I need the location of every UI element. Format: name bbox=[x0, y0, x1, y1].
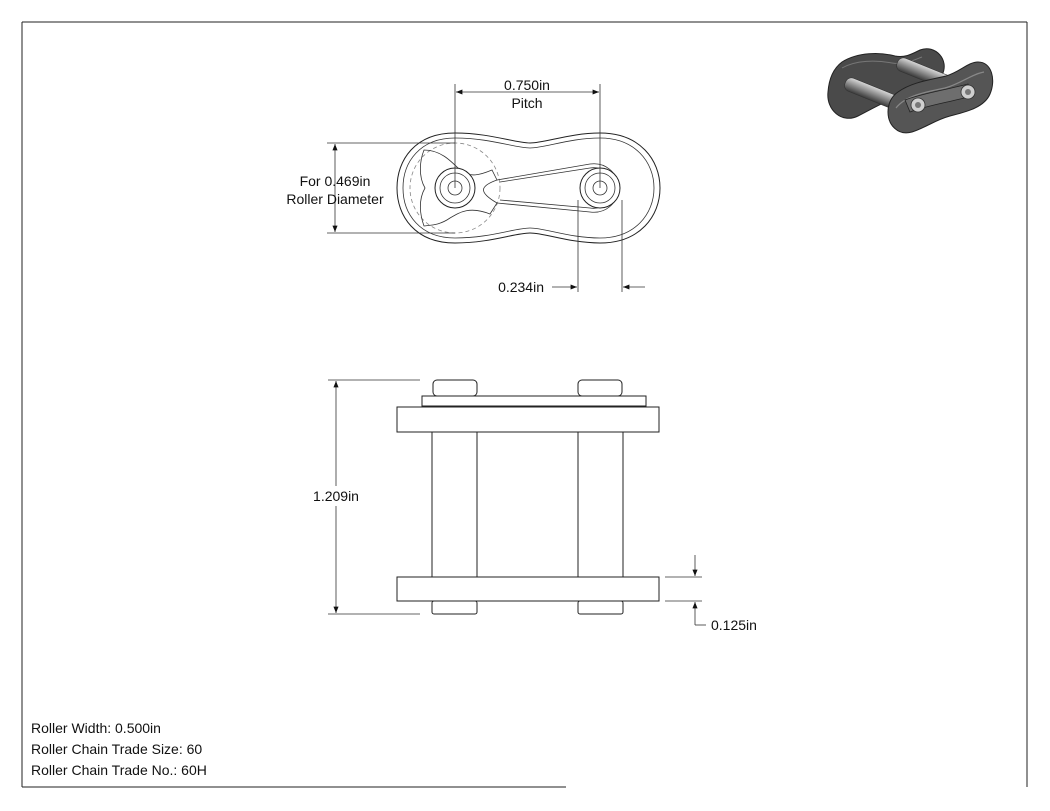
width-dimension: 1.209in bbox=[306, 379, 420, 615]
spec-roller-width: Roller Width: 0.500in bbox=[31, 720, 161, 736]
front-view-link bbox=[396, 379, 660, 615]
spec-trade-size: Roller Chain Trade Size: 60 bbox=[31, 741, 202, 757]
pin-head-left bbox=[432, 379, 478, 397]
pin-end-left bbox=[431, 600, 478, 615]
pin-shaft-right bbox=[577, 431, 624, 578]
pin-end-right bbox=[577, 600, 624, 615]
plate-thickness-dimension: 0.125in bbox=[665, 555, 757, 633]
isometric-link-image bbox=[827, 48, 994, 134]
top-plate bbox=[396, 406, 660, 433]
pin-shaft-left bbox=[431, 431, 478, 578]
pin-dimension-value: 0.234in bbox=[498, 279, 544, 295]
spec-trade-no: Roller Chain Trade No.: 60H bbox=[31, 762, 207, 778]
specs-block: Roller Width: 0.500in Roller Chain Trade… bbox=[31, 720, 207, 778]
link-plate-outline bbox=[396, 132, 661, 244]
width-dimension-value: 1.209in bbox=[313, 488, 359, 504]
bottom-plate bbox=[396, 576, 660, 602]
clip-strip bbox=[421, 395, 647, 407]
pin-dimension: 0.234in bbox=[498, 200, 645, 295]
pitch-label: Pitch bbox=[511, 95, 542, 111]
roller-label-line1: For 0.469in bbox=[300, 173, 371, 189]
sheet-border bbox=[21, 21, 1028, 788]
roller-diameter-dimension: For 0.469in Roller Diameter bbox=[286, 142, 455, 234]
plate-thickness-value: 0.125in bbox=[711, 617, 757, 633]
pin-head-right bbox=[577, 379, 623, 397]
top-view-link bbox=[396, 132, 661, 244]
pitch-value: 0.750in bbox=[504, 77, 550, 93]
roller-label-line2: Roller Diameter bbox=[286, 191, 384, 207]
pitch-dimension: 0.750in Pitch bbox=[454, 77, 601, 188]
